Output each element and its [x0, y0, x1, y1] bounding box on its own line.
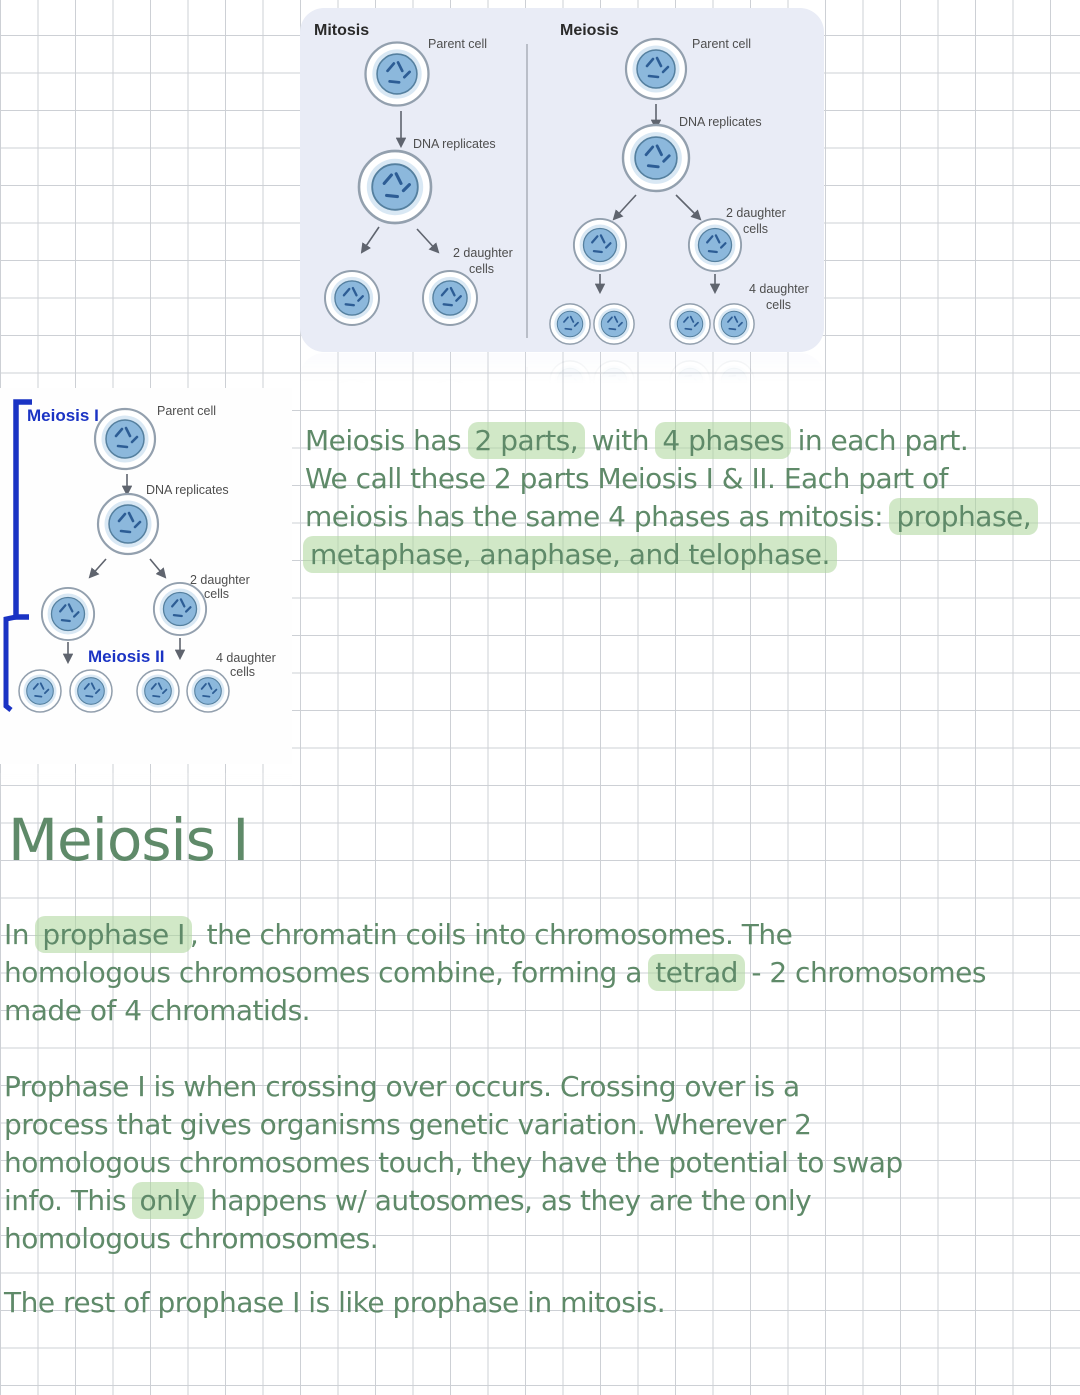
text-segment: homologous chromosomes.: [4, 1222, 379, 1255]
meiosis-stages-diagram: Meiosis I Parent cell DNA replicates 2 d…: [0, 388, 292, 768]
meiosis-final-cell: [713, 303, 755, 345]
meiosis-4-daughter-label2: cells: [766, 298, 791, 312]
arrow-diverge-right: [149, 558, 167, 579]
meiosis-final-cell: [593, 303, 635, 345]
highlighted-text: prophase,: [889, 498, 1039, 535]
paragraph-crossing-over: Prophase I is when crossing over occurs.…: [4, 1068, 903, 1258]
text-segment: happens w/ autosomes, as they are the on…: [201, 1184, 812, 1217]
meiosis2-bracket: [3, 614, 17, 712]
arrow-diverge-left: [88, 558, 107, 579]
paragraph-rest-of-prophase: The rest of prophase I is like prophase …: [4, 1284, 666, 1322]
arrow-diverge-left: [360, 226, 380, 254]
note-line: The rest of prophase I is like prophase …: [4, 1284, 666, 1322]
stages-2-daughter-label: 2 daughter: [190, 573, 250, 587]
meiosis-stages-canvas: Meiosis I Parent cell DNA replicates 2 d…: [0, 388, 292, 764]
stages-final-cell: [69, 669, 113, 713]
meiosis-parent-cell: [624, 37, 688, 101]
section-heading: Meiosis I: [8, 806, 249, 874]
stages-dna-replicates-label: DNA replicates: [146, 483, 229, 497]
meiosis-replicated-cell: [621, 123, 691, 193]
stages-parent-cell-label: Parent cell: [157, 404, 216, 418]
note-line: meiosis has the same 4 phases as mitosis…: [305, 498, 1039, 536]
arrow-diverge-left: [612, 194, 637, 221]
note-line: In prophase I, the chromatin coils into …: [4, 916, 986, 954]
meiosis-2-daughter-label: 2 daughter: [726, 206, 786, 220]
text-segment: Meiosis has: [305, 424, 470, 457]
mitosis-2-daughter-label2: cells: [469, 262, 494, 276]
meiosis-dna-replicates-label: DNA replicates: [679, 115, 762, 129]
text-segment: The rest of prophase I is like prophase …: [4, 1286, 666, 1319]
note-line: process that gives organisms genetic var…: [4, 1106, 903, 1144]
highlighted-text: prophase I: [35, 916, 192, 953]
text-segment: , the chromatin coils into chromosomes. …: [189, 918, 793, 951]
note-line: homologous chromosomes.: [4, 1220, 903, 1258]
mitosis-parent-cell: [364, 41, 430, 107]
arrow-diverge-right: [416, 228, 440, 254]
paragraph-prophase: In prophase I, the chromatin coils into …: [4, 916, 986, 1030]
note-line: Prophase I is when crossing over occurs.…: [4, 1068, 903, 1106]
meiosis1-label: Meiosis I: [27, 406, 99, 425]
stages-replicated-cell: [96, 492, 160, 556]
mitosis-meiosis-comparison-diagram: Mitosis Parent cell DNA replicates 2 dau…: [300, 8, 824, 352]
text-segment: meiosis has the same 4 phases as mitosis…: [305, 500, 892, 533]
note-line: homologous chromosomes touch, they have …: [4, 1144, 903, 1182]
meiosis-4-daughter-label: 4 daughter: [749, 282, 809, 296]
comparison-diagram-canvas: Mitosis Parent cell DNA replicates 2 dau…: [300, 8, 824, 352]
stages-parent-cell: [93, 407, 157, 471]
mitosis-title: Mitosis: [314, 22, 369, 39]
stages-final-cell: [136, 669, 180, 713]
text-segment: in each part.: [789, 424, 969, 457]
highlighted-text: only: [132, 1182, 204, 1219]
meiosis-final-cell: [669, 303, 711, 345]
meiosis-parent-cell-label: Parent cell: [692, 37, 751, 51]
text-segment: process that gives organisms genetic var…: [4, 1108, 812, 1141]
note-line: info. This only happens w/ autosomes, as…: [4, 1182, 903, 1220]
meiosis-title: Meiosis: [560, 22, 619, 39]
highlighted-text: tetrad: [648, 954, 745, 991]
text-segment: homologous chromosomes touch, they have …: [4, 1146, 903, 1179]
mitosis-replicated-cell: [357, 149, 433, 225]
text-segment: - 2 chromosomes: [742, 956, 986, 989]
mitosis-2-daughter-label: 2 daughter: [453, 246, 513, 260]
meiosis2-label: Meiosis II: [88, 647, 165, 666]
text-segment: made of 4 chromatids.: [4, 994, 311, 1027]
arrow-diverge-right: [675, 194, 702, 221]
meiosis-stages-reflection: [0, 769, 292, 797]
text-segment: homologous chromosomes combine, forming …: [4, 956, 651, 989]
highlighted-text: metaphase, anaphase, and telophase.: [303, 536, 837, 573]
mitosis-daughter-cell: [323, 269, 381, 327]
text-segment: Prophase I is when crossing over occurs.…: [4, 1070, 800, 1103]
text-segment: with: [583, 424, 658, 457]
note-line: Meiosis has 2 parts, with 4 phases in ea…: [305, 422, 1036, 460]
stages-4-daughter-label: 4 daughter: [216, 651, 276, 665]
note-line: We call these 2 parts Meiosis I & II. Ea…: [305, 460, 1036, 498]
text-segment: In: [4, 918, 38, 951]
note-line: metaphase, anaphase, and telophase.: [303, 536, 1036, 574]
meiosis1-bracket: [13, 399, 32, 620]
meiosis-2-daughter-label2: cells: [743, 222, 768, 236]
note-line: homologous chromosomes combine, forming …: [4, 954, 986, 992]
meiosis-final-cell: [549, 303, 591, 345]
mitosis-parent-cell-label: Parent cell: [428, 37, 487, 51]
stages-4-daughter-label2: cells: [230, 665, 255, 679]
mitosis-daughter-cell: [421, 269, 479, 327]
stages-final-cell: [186, 669, 230, 713]
meiosis-daughter-cell: [572, 217, 628, 273]
stages-daughter-cell: [40, 586, 96, 642]
stages-final-cell: [18, 669, 62, 713]
stages-daughter-cell: [152, 581, 208, 637]
text-segment: We call these 2 parts Meiosis I & II. Ea…: [305, 462, 949, 495]
highlighted-text: 4 phases: [655, 422, 792, 459]
mitosis-dna-replicates-label: DNA replicates: [413, 137, 496, 151]
meiosis-daughter-cell: [687, 217, 743, 273]
stages-2-daughter-label2: cells: [204, 587, 229, 601]
text-segment: info. This: [4, 1184, 135, 1217]
comparison-diagram-reflection: [300, 353, 824, 383]
note-line: made of 4 chromatids.: [4, 992, 986, 1030]
highlighted-text: 2 parts,: [467, 422, 586, 459]
intro-paragraph: Meiosis has 2 parts, with 4 phases in ea…: [303, 422, 1039, 574]
